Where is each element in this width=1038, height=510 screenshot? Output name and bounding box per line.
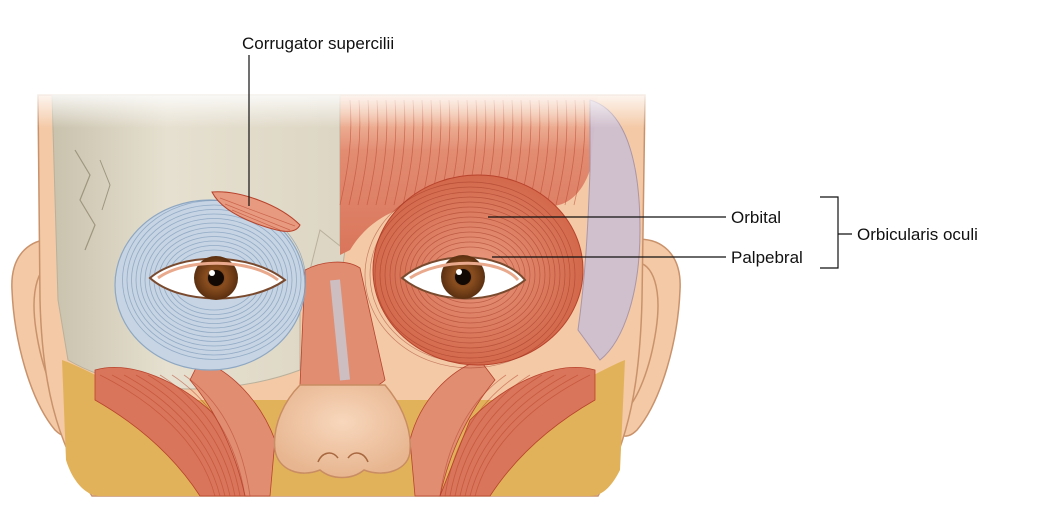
- cheek-fiber: [123, 374, 226, 497]
- cheek-fiber: [449, 374, 531, 497]
- cheek-fiber: [439, 374, 507, 497]
- orbital-label: Orbital: [731, 208, 781, 227]
- cheek-fiber: [135, 374, 231, 497]
- cheek-fiber: [459, 374, 555, 497]
- cheek-fiber: [464, 374, 567, 497]
- orbicularis-bracket: [820, 196, 852, 269]
- cheek-fiber: [454, 374, 543, 497]
- nose: [273, 384, 411, 479]
- orbicularis-oculi-label: Orbicularis oculi: [857, 225, 978, 244]
- corrugator-supercilii-label: Corrugator supercilii: [242, 34, 394, 53]
- cheek-fiber: [183, 374, 251, 497]
- muscle-fiber: [374, 191, 566, 359]
- muscle-fiber: [379, 196, 561, 354]
- leader-lines: [248, 55, 852, 269]
- cheek-fiber: [444, 374, 519, 497]
- fascia-fiber: [126, 204, 302, 356]
- fascia-fiber: [131, 209, 297, 351]
- top-fade: [30, 88, 660, 128]
- fascia-fiber: [140, 218, 288, 342]
- muscle-fiber: [399, 216, 541, 334]
- cheek-fiber: [469, 374, 579, 497]
- cheek-fiber: [159, 374, 241, 497]
- corrugator-supercilii-muscle: [211, 191, 301, 232]
- muscle-fiber: [389, 206, 551, 344]
- muscle-fiber: [364, 181, 576, 369]
- cheek-fiber: [474, 374, 591, 497]
- right-eye: [400, 255, 527, 300]
- palpebral-label: Palpebral: [731, 248, 803, 267]
- muscle-fiber: [394, 211, 546, 339]
- temporal-fascia: [577, 99, 641, 361]
- cheek-fiber: [111, 374, 221, 497]
- cheek-fiber: [99, 374, 216, 497]
- fascia-fiber: [135, 213, 293, 347]
- fascia-fiber: [122, 200, 306, 360]
- cheek-fiber: [147, 374, 236, 497]
- muscle-fiber: [384, 201, 556, 349]
- cheek-muscles: [94, 359, 596, 497]
- left-eye: [148, 256, 287, 300]
- muscle-fiber: [369, 186, 571, 364]
- cheek-fiber: [171, 374, 246, 497]
